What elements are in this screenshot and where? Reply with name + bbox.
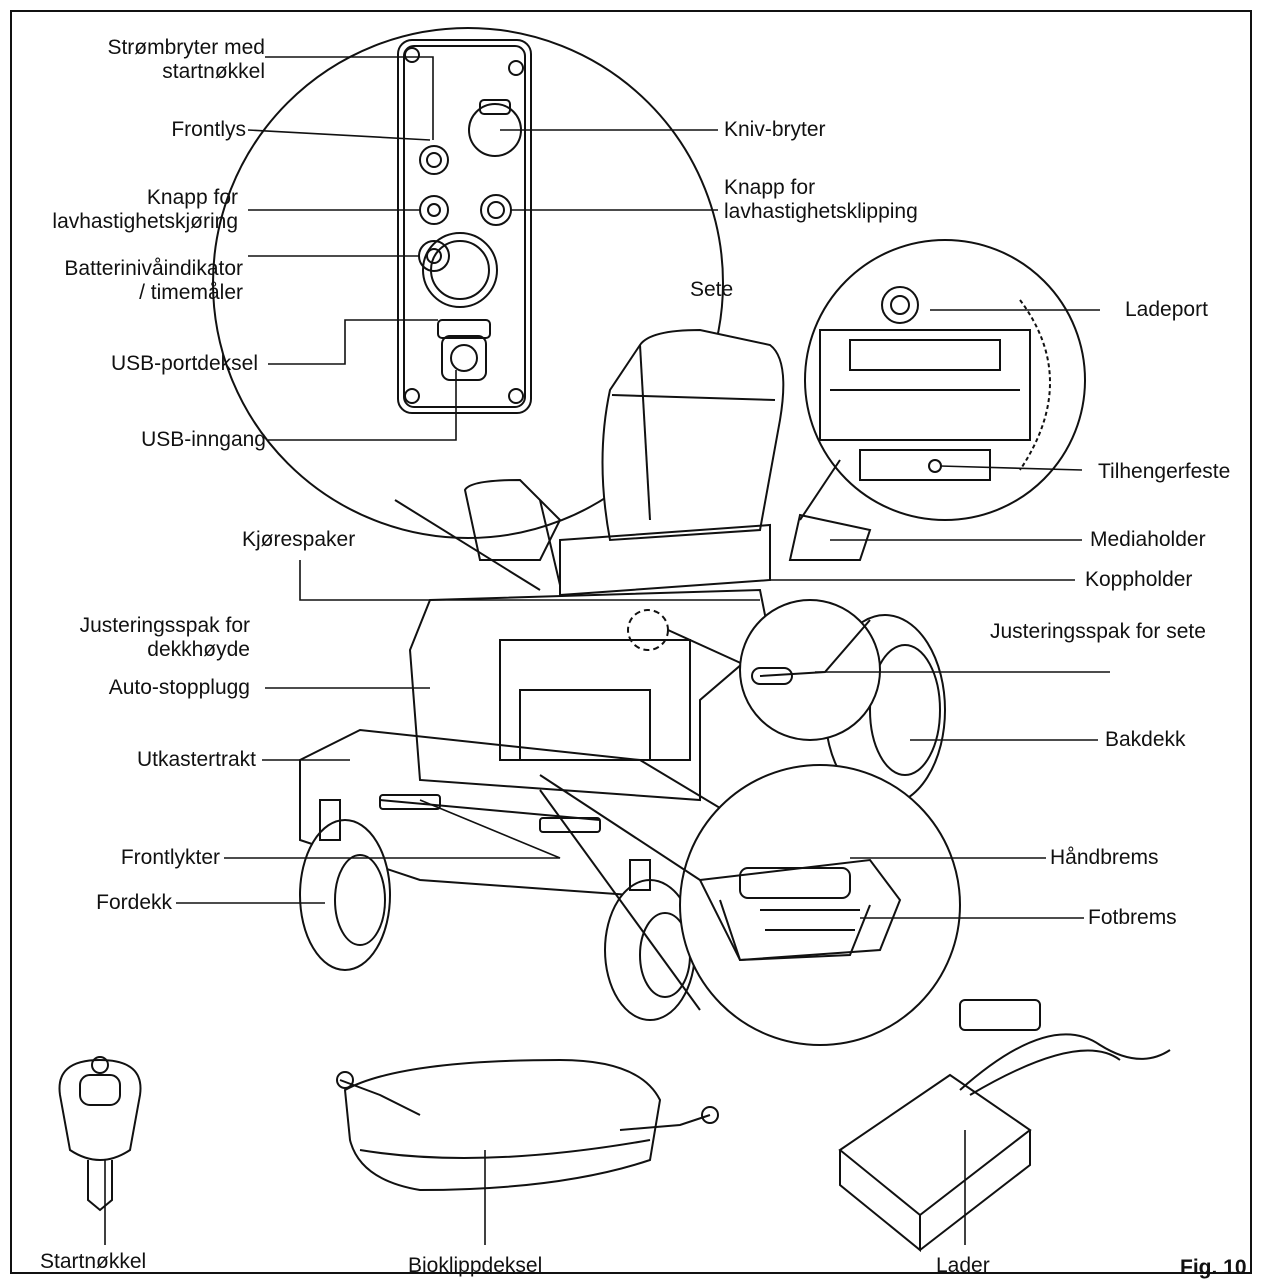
- figure-frame: [10, 10, 1252, 1274]
- drive-levers-label: Kjørespaker: [242, 528, 356, 551]
- usb-input-label: USB-inngang: [141, 428, 266, 451]
- battery-indicator: [422, 232, 498, 308]
- power-switch-knob: [419, 145, 449, 175]
- start-key-drawing: [58, 1056, 142, 1212]
- charging-port-zoom: [799, 239, 1086, 521]
- bioclip-cover-label: Bioklippdeksel: [408, 1254, 543, 1277]
- chute-label: Utkastertrakt: [136, 748, 256, 771]
- seat-lever-zoom: [739, 599, 881, 741]
- charging-port-label: Ladeport: [1125, 298, 1208, 321]
- brake-zoom: [539, 764, 961, 1046]
- foot-brake-label: Fotbrems: [1088, 906, 1177, 929]
- rear-tire-label: Bakdekk: [1105, 728, 1186, 751]
- figure-label: Fig. 10: [1180, 1256, 1247, 1279]
- battery-indicator-label: Batterinivåindikator/ timemåler: [64, 257, 243, 304]
- start-key-label: Startnøkkel: [40, 1250, 147, 1273]
- auto-stop-label: Auto-stopplugg: [108, 676, 250, 699]
- usb-port: [441, 335, 487, 381]
- usb-cover-label: USB-portdeksel: [110, 352, 258, 375]
- frontlys-label: Frontlys: [171, 118, 246, 141]
- seat-label: Sete: [690, 278, 734, 301]
- front-lights-label: Frontlykter: [120, 846, 220, 869]
- blade-switch-label: Kniv-bryter: [724, 118, 826, 141]
- charger-label: Lader: [936, 1254, 990, 1277]
- media-holder-label: Mediaholder: [1090, 528, 1206, 551]
- seat-adjust-label: Justeringsspak for sete: [990, 620, 1206, 643]
- charger-drawing: [838, 999, 1171, 1253]
- usb-cover: [437, 319, 491, 339]
- hitch-label: Tilhengerfeste: [1098, 460, 1231, 483]
- front-tire-label: Fordekk: [96, 891, 172, 914]
- cup-holder-label: Koppholder: [1085, 568, 1193, 591]
- bioclip-cover-drawing: [336, 1058, 719, 1192]
- leader-lines: [104, 56, 1110, 1245]
- parking-brake-label: Håndbrems: [1050, 846, 1159, 869]
